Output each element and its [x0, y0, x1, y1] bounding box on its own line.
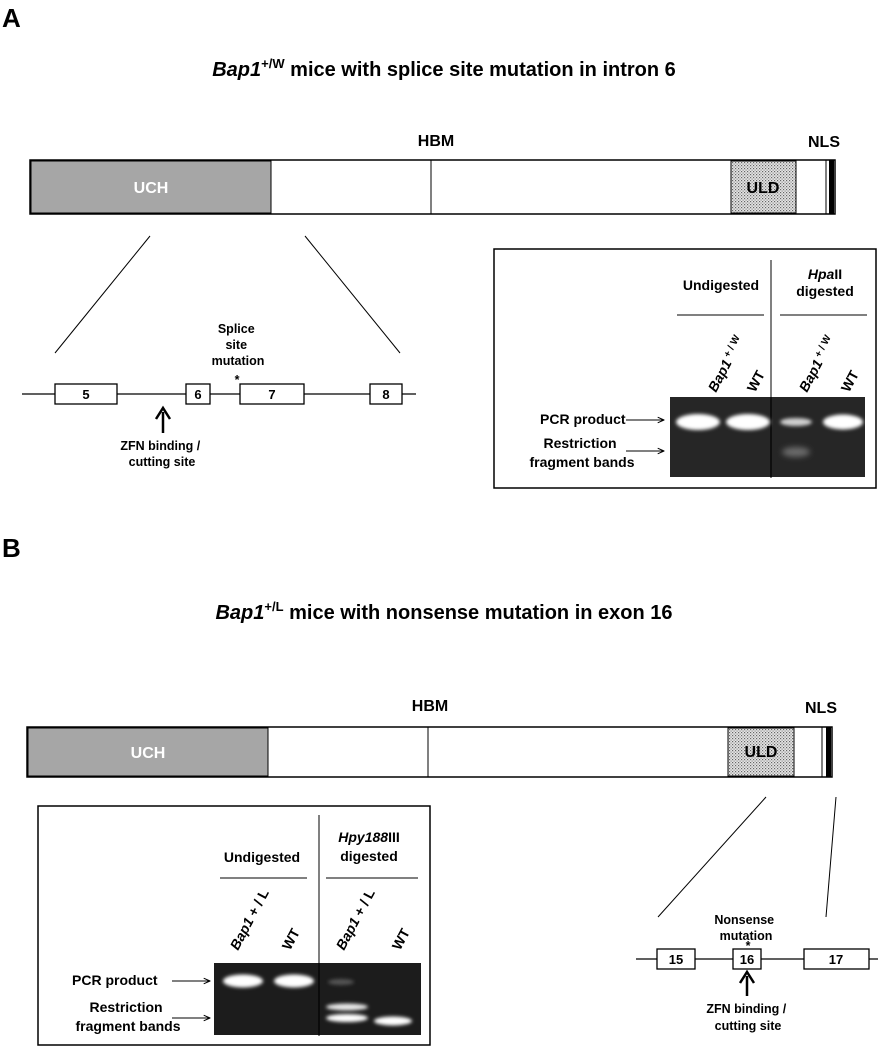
panel-a-exon-6: 6: [194, 387, 201, 402]
panel-b-digested-label: digested: [340, 848, 398, 864]
panel-a-band-pcr-lane-3: [780, 418, 812, 426]
panel-a-exon-5: 5: [82, 387, 89, 402]
panel-b-exon-17: 17: [829, 952, 843, 967]
panel-b-band-pcr-lane-3: [328, 979, 354, 985]
panel-b-pcr-product-label: PCR product: [72, 972, 158, 988]
panel-b-title-rest: mice with nonsense mutation in exon 16: [284, 602, 673, 624]
panel-b-zoom-line-left: [657, 796, 767, 918]
panel-a-uld-domain: [730, 160, 797, 214]
panel-b-band-fragment-lane-3-upper: [326, 1003, 368, 1011]
panel-a-gel-image: [670, 397, 865, 477]
panel-b-band-fragment-lane-4: [374, 1016, 412, 1026]
panel-a-mutation-label: Splice site mutation: [212, 322, 265, 368]
panel-a-title-rest: mice with splice site mutation in intron…: [285, 59, 676, 81]
panel-b-hbm-label: HBM: [412, 698, 448, 715]
panel-b-mutation-label: Nonsense mutation: [714, 913, 777, 943]
panel-a-band-pcr-lane-2: [726, 414, 770, 430]
panel-b-zfn-label: ZFN binding / cutting site: [706, 1002, 789, 1033]
panel-b: B Bap1+/L mice with nonsense mutation in…: [2, 533, 878, 1046]
panel-a-gel-figure: Undigested HpaII digested Bap1 + / W WT …: [493, 248, 877, 489]
panel-a-zoom-line-right: [304, 235, 401, 354]
panel-b-uld-domain: [727, 727, 795, 777]
panel-b-restriction-label: Restriction fragment bands: [75, 999, 180, 1034]
panel-a-uld-label: ULD: [747, 180, 780, 197]
panel-b-band-pcr-lane-1: [223, 974, 263, 988]
panel-a-zoom-line-left: [54, 235, 151, 354]
panel-b-nls-label: NLS: [805, 700, 837, 717]
panel-b-undigested-label: Undigested: [224, 849, 300, 865]
panel-a-undigested-label: Undigested: [683, 277, 759, 293]
panel-a: A Bap1+/W mice with splice site mutation…: [2, 3, 877, 489]
panel-b-uld-label: ULD: [745, 744, 778, 761]
panel-b-protein-bar: UCH ULD HBM NLS: [26, 698, 837, 778]
panel-a-letter: A: [2, 3, 21, 33]
panel-b-gene-structure: 15 16 17 Nonsense mutation * ZFN binding…: [636, 913, 878, 1033]
panel-a-band-fragment-lane-3: [782, 447, 810, 457]
panel-b-title-sup: +/L: [264, 599, 283, 614]
panel-a-uch-label: UCH: [134, 180, 169, 197]
panel-a-enzyme-label: HpaII: [808, 266, 842, 282]
panel-b-mutation-star: *: [746, 939, 751, 953]
panel-a-uch-domain: [30, 160, 272, 214]
panel-a-exon-8: 8: [382, 387, 389, 402]
panel-a-title-sup: +/W: [261, 56, 285, 71]
panel-b-enzyme-label: Hpy188III: [338, 829, 399, 845]
panel-b-zoom-line-right: [825, 796, 837, 918]
panel-b-band-pcr-lane-2: [274, 974, 314, 988]
panel-a-gene-structure: 5 6 7 8 Splice site mutation * ZFN bindi…: [22, 322, 416, 469]
panel-b-letter: B: [2, 533, 21, 563]
panel-a-title: Bap1+/W mice with splice site mutation i…: [212, 56, 676, 81]
panel-b-title-gene: Bap1: [215, 602, 264, 624]
panel-b-gel-figure: Undigested Hpy188III digested Bap1 + / L…: [37, 805, 431, 1046]
panel-b-uch-label: UCH: [131, 745, 166, 762]
panel-a-digested-label: digested: [796, 283, 854, 299]
panel-b-uch-domain: [27, 727, 269, 777]
panel-a-band-pcr-lane-4: [823, 414, 863, 430]
panel-b-exon-15: 15: [669, 952, 683, 967]
panel-a-zfn-arrow-icon: [154, 405, 172, 433]
panel-a-band-pcr-lane-1: [676, 414, 720, 430]
panel-b-band-fragment-lane-3-lower: [326, 1014, 368, 1022]
panel-a-zfn-label: ZFN binding / cutting site: [120, 439, 203, 469]
panel-a-protein-bar: UCH ULD HBM NLS: [29, 133, 840, 215]
panel-b-title: Bap1+/L mice with nonsense mutation in e…: [215, 599, 672, 624]
panel-a-hbm-label: HBM: [418, 133, 454, 150]
panel-a-title-gene: Bap1: [212, 59, 261, 81]
panel-a-restriction-label: Restriction fragment bands: [529, 435, 634, 470]
panel-b-exon-16: 16: [740, 952, 754, 967]
panel-a-mutation-star: *: [235, 373, 240, 387]
panel-b-zfn-arrow-icon: [738, 969, 756, 996]
panel-a-pcr-product-label: PCR product: [540, 411, 626, 427]
panel-a-exon-7: 7: [268, 387, 275, 402]
panel-a-nls-label: NLS: [808, 134, 840, 151]
